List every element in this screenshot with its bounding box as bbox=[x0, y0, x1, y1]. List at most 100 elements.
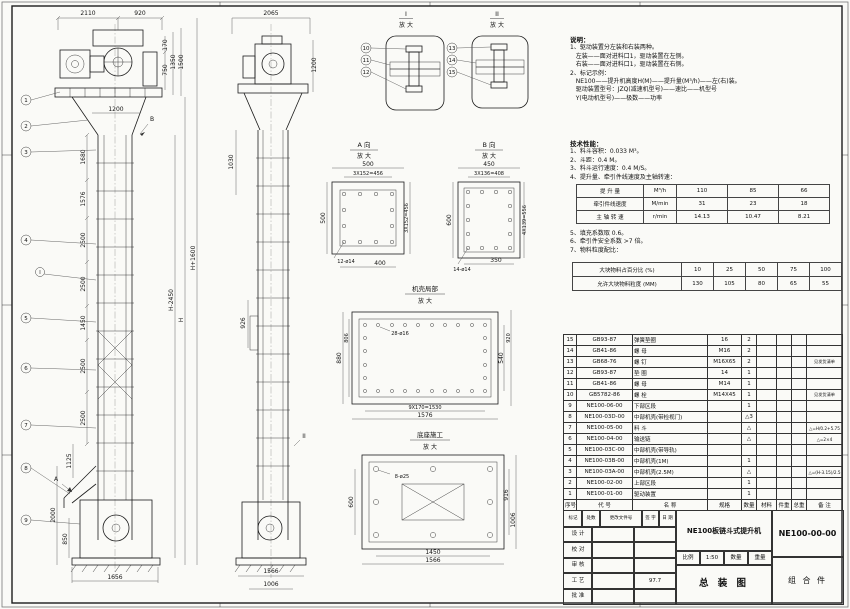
bom-remark: △=(H-3.15)/2.5 bbox=[806, 466, 843, 478]
dim-label: 920 bbox=[134, 10, 146, 17]
particle-value: 10 bbox=[681, 262, 714, 277]
dim-label: 2500 bbox=[80, 276, 87, 291]
section-mark-i: I bbox=[39, 270, 40, 276]
particle-row-label: 大块物料占百分比 (%) bbox=[572, 262, 682, 277]
dim-label: 1656 bbox=[107, 574, 122, 581]
sig-value bbox=[591, 541, 635, 559]
notes-lines: 1、驱动装置分左装和右装两种。 左装——面对进料口1，驱动装置在左侧。 右装——… bbox=[570, 44, 842, 103]
dim-label: 3X136=408 bbox=[474, 171, 504, 177]
bom-unit-weight bbox=[776, 345, 792, 357]
bom-name: 下部区段 bbox=[632, 400, 708, 412]
bom-total-weight bbox=[791, 367, 807, 379]
bom-code: GB41-86 bbox=[576, 345, 633, 357]
balloon-label: 10 bbox=[363, 46, 370, 52]
balloon-label: 12 bbox=[363, 70, 370, 76]
bom-total-weight bbox=[791, 389, 807, 401]
bom-remark bbox=[806, 367, 843, 379]
tech-title: 技术性能： bbox=[570, 140, 603, 148]
balloon-label: 2 bbox=[24, 124, 28, 130]
bom-unit-weight bbox=[776, 455, 792, 467]
bom-code: NE100-03C-00 bbox=[576, 444, 633, 456]
bom-material bbox=[756, 389, 777, 401]
bom-material bbox=[756, 466, 777, 478]
section-mark-ii: II bbox=[302, 433, 306, 440]
bom-spec bbox=[707, 488, 742, 500]
bom-spec bbox=[707, 400, 742, 412]
dim-label: 1125 bbox=[66, 453, 73, 468]
bom-unit-weight bbox=[776, 367, 792, 379]
dim-label: 1200 bbox=[311, 57, 318, 72]
dim-label: 170 bbox=[162, 39, 169, 51]
lift-value: 85 bbox=[727, 184, 779, 198]
bom-material bbox=[756, 455, 777, 467]
bom-material bbox=[756, 400, 777, 412]
dim-label: 450 bbox=[483, 161, 495, 168]
detail-i: I 放 大 10 11 12 bbox=[360, 10, 445, 111]
bom-header-cell: 数量 bbox=[741, 499, 757, 511]
bom-qty: 1 bbox=[741, 455, 757, 467]
bom-material bbox=[756, 411, 777, 423]
bom-remark bbox=[806, 400, 843, 412]
lift-value: 18 bbox=[778, 197, 830, 211]
dim-label: 4X139=556 bbox=[522, 205, 528, 235]
balloon-label: 1 bbox=[24, 98, 28, 104]
bom-qty: 2 bbox=[741, 345, 757, 357]
balloon-label: 15 bbox=[449, 70, 456, 76]
sig-label: 设 计 bbox=[563, 525, 593, 543]
bom-remark bbox=[806, 334, 843, 346]
title-block: 标记 处数 更改文件号 签 字 日 期 设 计 校 对 审 核 工 艺 97.7… bbox=[563, 510, 844, 605]
lift-value: 23 bbox=[727, 197, 779, 211]
bom-header-cell: 名 称 bbox=[632, 499, 708, 511]
detail-subtitle: 放 大 bbox=[418, 297, 432, 305]
bom-no: 11 bbox=[563, 378, 577, 390]
bom-spec bbox=[707, 466, 742, 478]
dim-label: 850 bbox=[62, 533, 69, 545]
lift-table-row: 提 升 量 M³/h 110 85 66 bbox=[576, 184, 830, 198]
sig-value bbox=[591, 556, 635, 574]
lift-row-unit: M³/h bbox=[643, 184, 677, 198]
bom-code: NE100-04-00 bbox=[576, 433, 633, 445]
dim-label: 806 bbox=[344, 333, 350, 343]
tech-item: 1、料斗容积：0.033 M³。 bbox=[570, 148, 643, 156]
assembly-type: 组 合 件 bbox=[771, 556, 844, 605]
balloon-label: 3 bbox=[24, 150, 28, 156]
view1-balloons: 1 2 3 4 5 6 7 8 9 bbox=[20, 91, 97, 526]
qty-label: 数量 bbox=[723, 550, 749, 566]
bom-remark bbox=[806, 378, 843, 390]
bom-spec: M14 bbox=[707, 378, 742, 390]
lift-row-label: 主 轴 转 速 bbox=[576, 210, 644, 224]
bom-qty: △3 bbox=[741, 411, 757, 423]
dim-label: 926 bbox=[240, 317, 247, 329]
particle-value: 65 bbox=[777, 276, 810, 291]
product-name: NE100板链斗式提升机 bbox=[675, 510, 773, 552]
bom-code: NE100-03B-00 bbox=[576, 455, 633, 467]
bom-total-weight bbox=[791, 411, 807, 423]
detail-ii: II 放 大 13 14 15 bbox=[446, 10, 529, 109]
bom-unit-weight bbox=[776, 411, 792, 423]
bom-remark: △=H/0.2+5.75 bbox=[806, 422, 843, 434]
bom-code: GB93-87 bbox=[576, 334, 633, 346]
dim-label: 500 bbox=[320, 212, 327, 224]
bom-row: 7 NE100-05-00 料 斗 △ △=H/0.2+5.75 bbox=[563, 422, 843, 434]
tech-item: 2、斗距：0.4 M。 bbox=[570, 156, 621, 164]
lift-value: 8.21 bbox=[778, 210, 830, 224]
detail-subtitle: 放 大 bbox=[399, 21, 413, 29]
sig-label: 审 核 bbox=[563, 556, 593, 574]
rev-header-cell: 日 期 bbox=[658, 510, 677, 528]
detail-title: II bbox=[495, 10, 499, 18]
bom-remark bbox=[806, 411, 843, 423]
bom-spec bbox=[707, 422, 742, 434]
bom-spec bbox=[707, 433, 742, 445]
detail-b-view: B 向 放 大 450 3X136=408 600 4X139=556 350 … bbox=[446, 140, 528, 273]
bom-no: 12 bbox=[563, 367, 577, 379]
parts-list: 15 GB93-87 弹簧垫圈 16 2 14 GB41-86 螺 母 M16 … bbox=[563, 334, 843, 511]
sig-date bbox=[633, 587, 677, 605]
particle-value: 80 bbox=[745, 276, 778, 291]
dim-label: 1566 bbox=[425, 557, 440, 564]
bom-qty: 1 bbox=[741, 389, 757, 401]
detail-subtitle: 放 大 bbox=[490, 21, 504, 29]
bom-no: 13 bbox=[563, 356, 577, 368]
hole-callout: 12-ø14 bbox=[337, 259, 355, 265]
view-arrow-b-label: B bbox=[150, 116, 154, 123]
